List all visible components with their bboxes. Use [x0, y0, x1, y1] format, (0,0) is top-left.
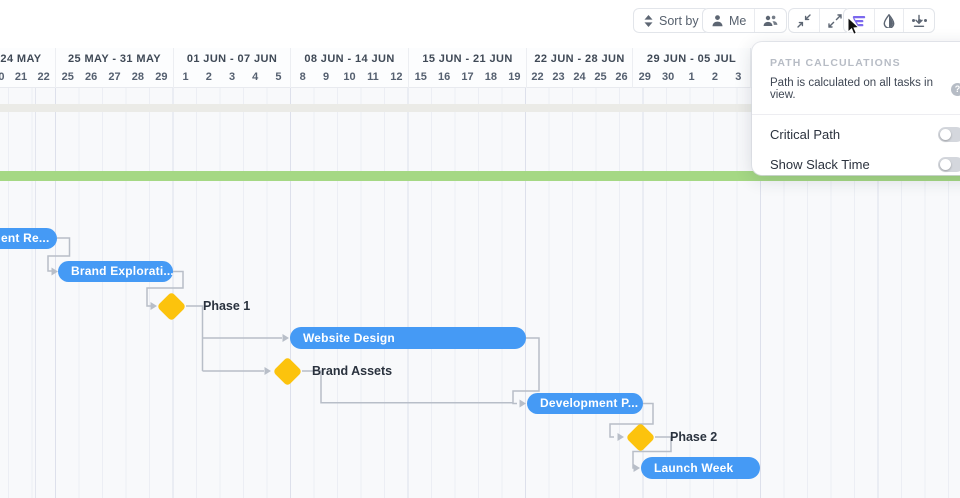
task-bar-website-design[interactable]: Website Design [290, 327, 526, 349]
toggle-knob [940, 158, 951, 170]
sort-icon [644, 14, 653, 27]
critical-path-toggle[interactable] [938, 126, 960, 142]
dependency-connectors [47, 237, 672, 472]
collapse-icon [797, 13, 811, 28]
week-column: 22 JUN - 28 JUN 22 23 24 25 26 [526, 48, 632, 88]
week-column: 08 JUN - 14 JUN 8 9 10 11 12 [290, 48, 408, 88]
project-summary-bar[interactable] [0, 171, 960, 181]
week-column: 24 MAY 20 21 22 [0, 53, 50, 83]
show-slack-time-row: Show Slack Time [770, 149, 960, 179]
week-column: 15 JUN - 21 JUN 15 16 17 18 19 [408, 48, 526, 88]
critical-path-row: Critical Path [770, 119, 960, 149]
critical-path-label: Critical Path [770, 126, 841, 142]
panel-description: Path is calculated on all tasks in view. [770, 77, 934, 101]
task-bar-development[interactable]: Development P... [527, 393, 643, 414]
expand-button[interactable] [820, 9, 850, 32]
show-slack-time-toggle[interactable] [938, 156, 960, 172]
expand-icon [828, 13, 842, 28]
path-calculations-panel: PATH CALCULATIONS Path is calculated on … [752, 42, 960, 175]
panel-title: PATH CALCULATIONS [770, 57, 901, 69]
show-slack-time-label: Show Slack Time [770, 156, 870, 172]
path-calculations-button[interactable] [844, 9, 875, 32]
week-column: 01 JUN - 07 JUN 1 2 3 4 5 [173, 48, 290, 88]
dot-icon [912, 19, 915, 22]
collapse-button[interactable] [789, 9, 820, 32]
panel-divider [752, 114, 960, 115]
help-icon[interactable]: ? [951, 82, 960, 96]
dot-icon [924, 19, 927, 22]
mouse-cursor [847, 16, 861, 42]
milestone-brand-assets-label: Brand Assets [312, 364, 393, 378]
gantt-toolbar: Sort by Me [0, 0, 960, 48]
week-column: 29 JUN - 05 JUL 29 30 1 2 3 [632, 48, 750, 88]
me-filter-button[interactable]: Me [703, 9, 756, 32]
zoom-group [788, 8, 851, 33]
sort-by-label: Sort by [659, 13, 699, 28]
droplet-icon [883, 13, 895, 28]
assignees-button[interactable] [755, 9, 786, 32]
collapsed-group-band [0, 104, 960, 112]
assignee-filter-group: Me [702, 8, 788, 33]
path-calculations-icon [852, 14, 866, 28]
more-options-button[interactable] [906, 8, 933, 33]
task-bar-brand-exploration[interactable]: Brand Explorati... [58, 261, 173, 282]
milestone-phase-2-label: Phase 2 [670, 430, 718, 444]
sort-by-button[interactable]: Sort by [633, 8, 710, 33]
people-icon [763, 14, 778, 27]
week-column [750, 48, 960, 88]
task-bar-launch-week[interactable]: Launch Week [641, 457, 760, 479]
color-scheme-button[interactable] [875, 9, 904, 32]
milestone-phase-1-label: Phase 1 [203, 299, 251, 313]
dot-icon [918, 19, 921, 22]
person-icon [711, 14, 724, 27]
week-column: 25 MAY - 31 MAY 25 26 27 28 29 [55, 48, 173, 88]
me-filter-label: Me [729, 13, 747, 28]
task-bar-client-requirements[interactable]: ent Re... [0, 228, 57, 249]
toggle-knob [940, 128, 951, 140]
